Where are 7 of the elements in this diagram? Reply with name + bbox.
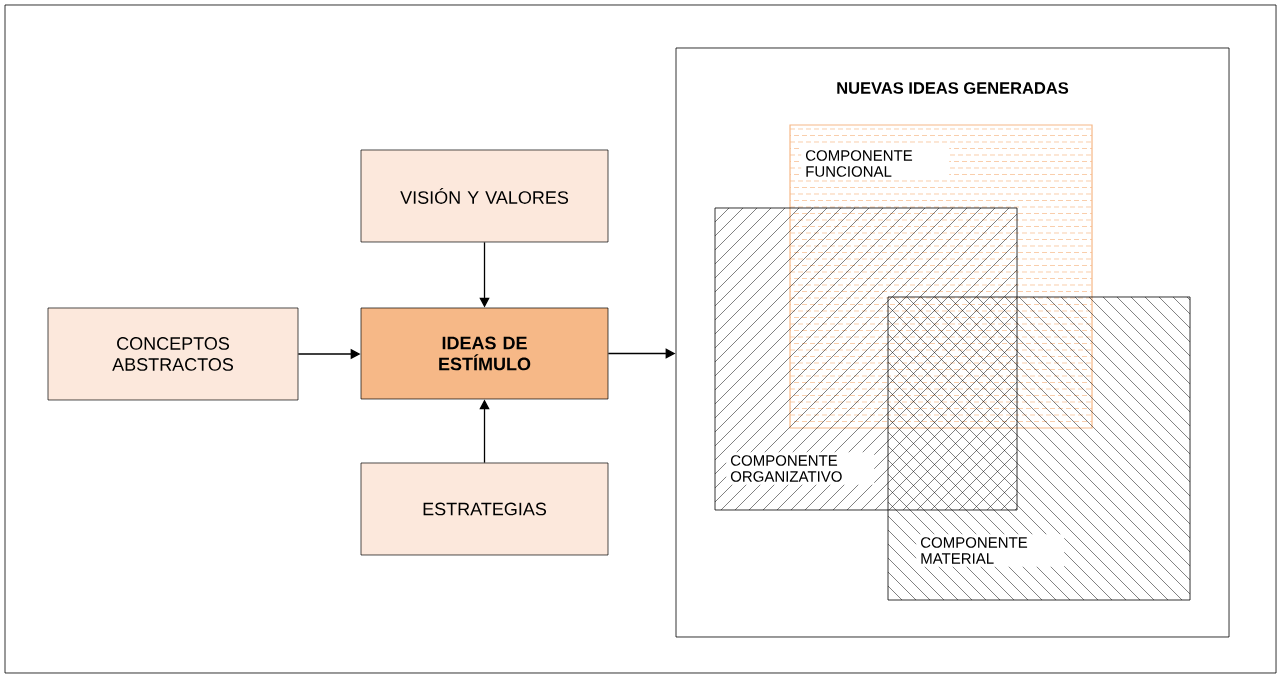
process-box: CONCEPTOS ABSTRACTOS [47,307,299,401]
process-box: IDEAS DE ESTÍMULO [360,307,609,400]
hatched-component-area: COMPONENTE MATERIAL [887,296,1191,601]
process-box: VISIÓN Y VALORES [360,149,609,243]
hatched-component-area: COMPONENTE FUNCIONAL [789,124,1093,429]
process-box: ESTRATEGIAS [360,462,609,556]
hatched-component-area: COMPONENTE ORGANIZATIVO [714,207,1018,511]
